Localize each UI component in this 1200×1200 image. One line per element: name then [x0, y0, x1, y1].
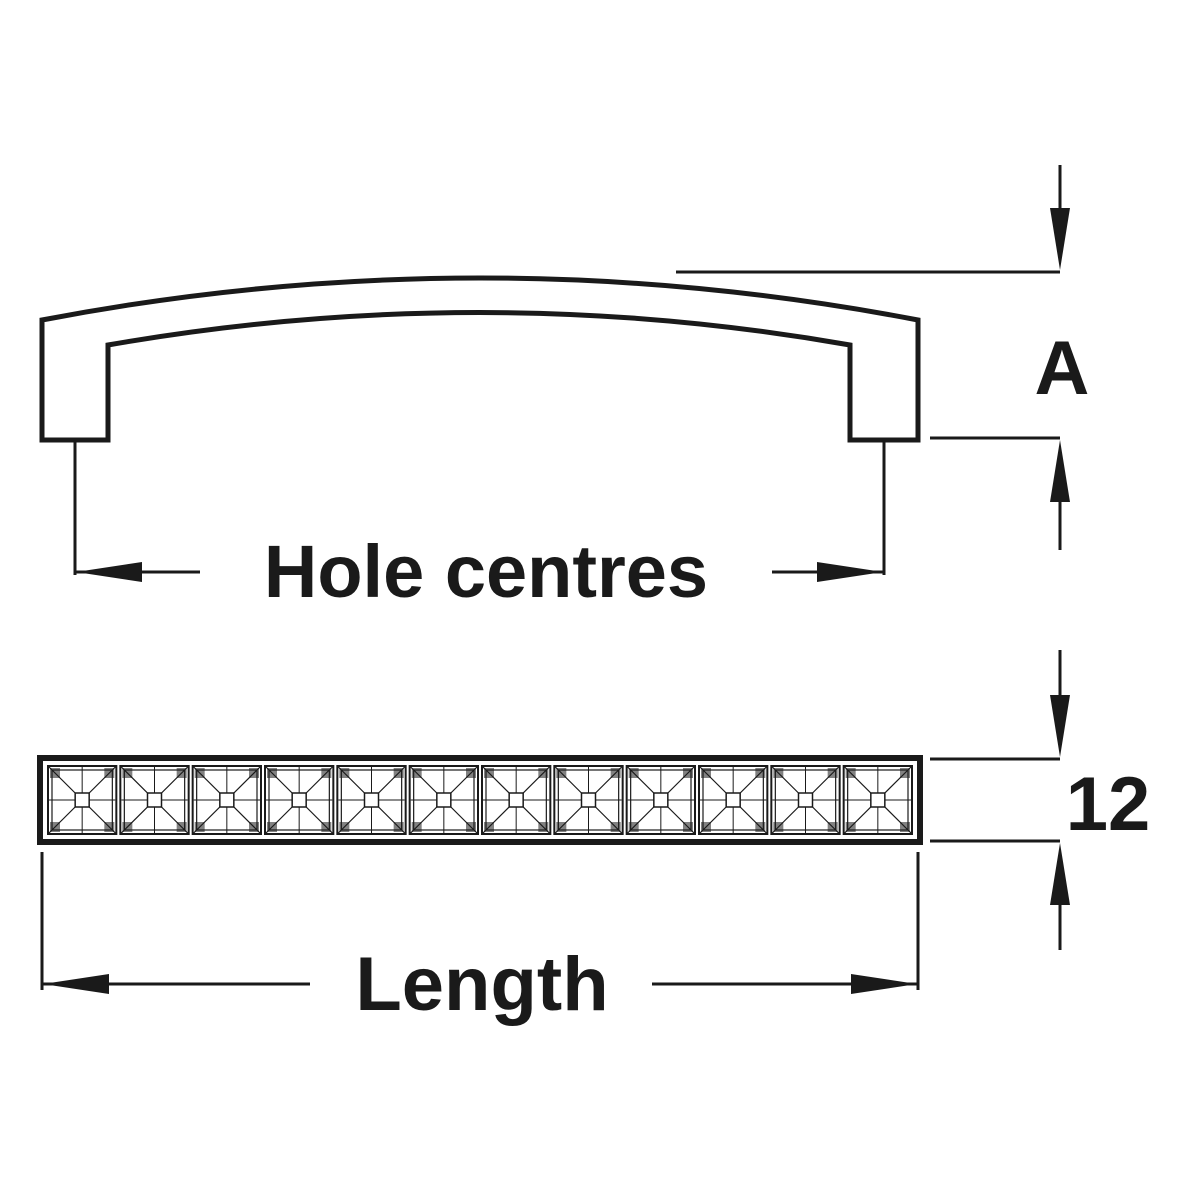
crystal-center [146, 792, 163, 808]
crystal-corner [466, 822, 476, 832]
crystal-corner [122, 822, 133, 832]
crystal-tile [842, 765, 914, 835]
thickness-arrow-up [1050, 843, 1070, 905]
crystal-corner [683, 768, 693, 778]
handle-side-view [39, 275, 921, 443]
crystal-pattern-strip [47, 765, 914, 835]
hole-centres-dimension: Hole centres [73, 442, 886, 613]
crystal-corner [556, 822, 567, 832]
crystal-center [797, 792, 814, 808]
crystal-corner [393, 768, 404, 778]
crystal-corner [610, 768, 621, 778]
a-label: A [1035, 326, 1090, 411]
crystal-corner [321, 822, 332, 832]
crystal-corner [755, 822, 766, 832]
crystal-tile [408, 765, 479, 835]
length-dimension: Length [40, 852, 920, 1027]
a-dimension: A [676, 165, 1089, 550]
crystal-center [725, 792, 741, 808]
crystal-corner [610, 822, 621, 832]
crystal-corner [755, 768, 766, 778]
length-arrow-left [43, 974, 109, 994]
crystal-corner [773, 822, 784, 832]
crystal-corner [484, 822, 494, 832]
crystal-corner [556, 768, 567, 778]
crystal-corner [466, 768, 476, 778]
crystal-corner [194, 822, 205, 832]
crystal-corner [701, 822, 711, 832]
hole-centres-label: Hole centres [264, 530, 708, 613]
crystal-corner [411, 768, 422, 778]
handle-front-view [37, 755, 923, 845]
crystal-center [870, 792, 886, 808]
crystal-corner [176, 822, 187, 832]
crystal-corner [249, 822, 259, 832]
crystal-corner [50, 822, 60, 832]
crystal-corner [845, 822, 856, 832]
crystal-tile [119, 765, 190, 835]
crystal-tile [698, 765, 769, 835]
crystal-corner [104, 768, 115, 778]
crystal-corner [321, 768, 332, 778]
crystal-center [508, 792, 524, 808]
crystal-corner [701, 768, 711, 778]
handle-outer-profile [39, 275, 921, 443]
crystal-corner [900, 822, 910, 832]
thickness-arrow-down [1050, 695, 1070, 757]
crystal-corner [900, 768, 910, 778]
crystal-corner [845, 768, 856, 778]
a-arrow-down [1050, 208, 1070, 270]
crystal-center [436, 792, 452, 808]
crystal-corner [538, 768, 549, 778]
crystal-center [74, 792, 90, 808]
crystal-corner [194, 768, 205, 778]
crystal-corner [411, 822, 422, 832]
crystal-corner [683, 822, 693, 832]
thickness-label: 12 [1066, 762, 1151, 847]
crystal-corner [339, 822, 350, 832]
crystal-tile [553, 765, 624, 835]
handle-front-bar [37, 755, 923, 845]
crystal-corner [176, 768, 187, 778]
crystal-corner [249, 768, 259, 778]
crystal-center [653, 792, 669, 808]
hole-centres-arrow-left [76, 562, 142, 582]
crystal-center [219, 792, 235, 808]
crystal-corner [267, 822, 277, 832]
crystal-corner [122, 768, 133, 778]
crystal-corner [267, 768, 277, 778]
crystal-corner [50, 768, 60, 778]
thickness-dimension: 12 [930, 650, 1150, 950]
crystal-tile [264, 765, 335, 835]
crystal-center [363, 792, 380, 808]
crystal-corner [773, 768, 784, 778]
crystal-corner [628, 822, 639, 832]
length-arrow-right [851, 974, 917, 994]
crystal-corner [628, 768, 639, 778]
crystal-corner [339, 768, 350, 778]
crystal-center [580, 792, 597, 808]
crystal-center [291, 792, 307, 808]
crystal-tile [336, 765, 407, 835]
a-arrow-up [1050, 440, 1070, 502]
length-label: Length [355, 942, 608, 1027]
crystal-tile [625, 765, 697, 835]
crystal-tile [481, 765, 552, 835]
crystal-tile [47, 765, 118, 835]
hole-centres-arrow-right [817, 562, 883, 582]
crystal-corner [484, 768, 494, 778]
crystal-corner [827, 822, 838, 832]
crystal-corner [393, 822, 404, 832]
crystal-corner [538, 822, 549, 832]
crystal-corner [827, 768, 838, 778]
crystal-tile [770, 765, 841, 835]
crystal-corner [104, 822, 115, 832]
crystal-tile [191, 765, 263, 835]
